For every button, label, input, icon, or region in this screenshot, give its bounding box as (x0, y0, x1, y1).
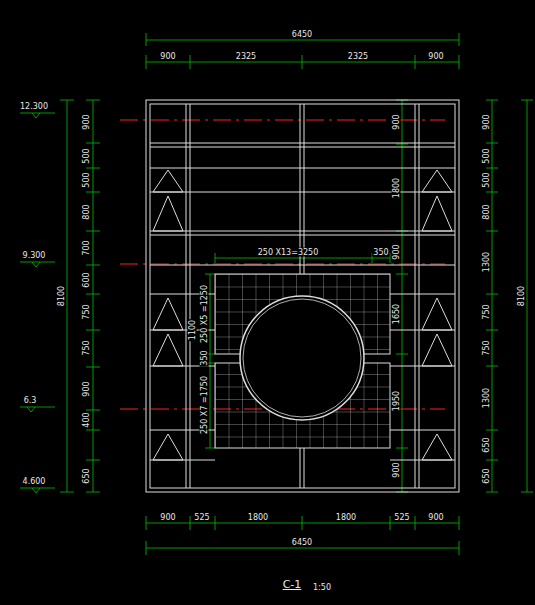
dimension-text: 1800 (335, 513, 357, 522)
dimension-text: 900 (82, 113, 91, 130)
level-mark: 9.300 (22, 251, 47, 260)
dimension-text: 650 (482, 467, 491, 484)
dimension-text: 500 (82, 147, 91, 164)
dimension-text: 525 (193, 513, 210, 522)
dimension-text: 2325 (347, 52, 369, 61)
dimension-text: 8100 (517, 285, 526, 307)
dimension-text: 900 (427, 52, 444, 61)
level-mark: 4.600 (22, 477, 47, 486)
dimension-text: 1650 (392, 303, 401, 325)
dimension-text: 8100 (57, 285, 66, 307)
dimension-text: 500 (82, 171, 91, 188)
dimension-text: 750 (82, 303, 91, 320)
dimension-text: 525 (393, 513, 410, 522)
dimension-text: 1100 (188, 319, 197, 341)
dimension-text: 250 X13=3250 (257, 248, 320, 257)
dimension-text: 750 (482, 339, 491, 356)
scale-note: 1:50 (312, 583, 332, 592)
dimension-text: 350 (372, 248, 389, 257)
drawing-caption: C-1 (282, 579, 303, 591)
dimension-text: 900 (392, 243, 401, 260)
dimension-text: 6450 (291, 538, 313, 547)
dimension-text: 500 (482, 147, 491, 164)
dimension-text: 900 (82, 380, 91, 397)
dimension-text: 900 (159, 513, 176, 522)
dimension-text: 6450 (291, 30, 313, 39)
dimension-text: 900 (392, 461, 401, 478)
level-mark: 6.3 (23, 396, 38, 405)
dimension-text: 250 X5 =1250 (200, 284, 209, 344)
dimension-text: 1950 (392, 390, 401, 412)
dimension-text: 500 (482, 171, 491, 188)
dimension-text: 600 (82, 271, 91, 288)
dimension-text: 1300 (482, 251, 491, 273)
dimension-text: 800 (482, 203, 491, 220)
dimension-text: 650 (82, 467, 91, 484)
dimension-text: 400 (82, 411, 91, 428)
dimension-text: 1300 (482, 387, 491, 409)
dimension-text: 1800 (392, 177, 401, 199)
dimension-text: 900 (159, 52, 176, 61)
dimension-text: 750 (482, 303, 491, 320)
dimension-text: 900 (392, 113, 401, 130)
dimension-text: 1800 (247, 513, 269, 522)
dimension-text: 2325 (235, 52, 257, 61)
dimension-text: 800 (82, 203, 91, 220)
dimension-text: 650 (482, 436, 491, 453)
dimension-text: 700 (82, 239, 91, 256)
dimension-text: 900 (482, 113, 491, 130)
dimension-text: 350 (200, 349, 209, 366)
dimension-text: 250 X7 =1750 (200, 375, 209, 435)
level-mark: 12.300 (19, 102, 49, 111)
dimension-text: 750 (82, 339, 91, 356)
dimension-text: 900 (427, 513, 444, 522)
